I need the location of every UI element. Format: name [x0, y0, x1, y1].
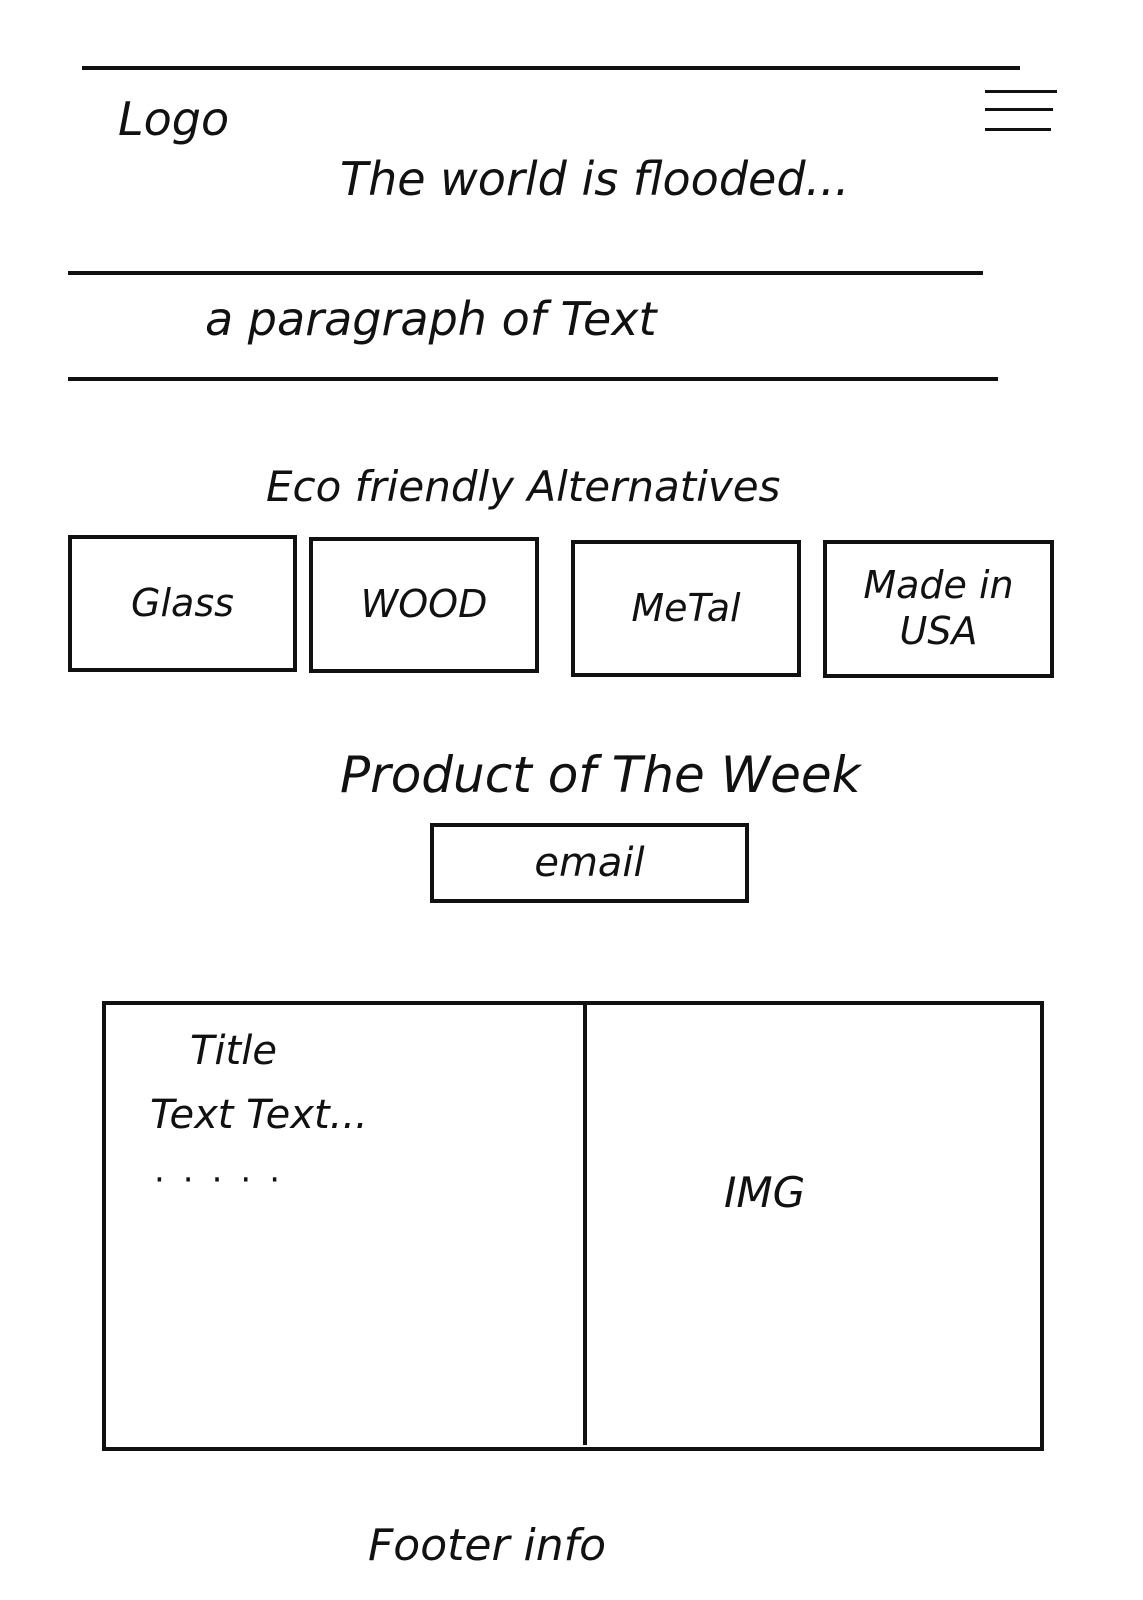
hamburger-menu-icon[interactable] [985, 88, 1057, 134]
feature-title: Title [190, 1028, 277, 1074]
header-bottom-rule [68, 271, 983, 275]
header-top-rule [82, 66, 1020, 70]
feature-text-continuation: ····· [154, 1160, 299, 1200]
feature-divider [583, 1005, 587, 1445]
hero-tagline: The world is flooded... [340, 152, 850, 206]
category-metal[interactable]: MeTal [571, 540, 801, 677]
category-made-in-usa[interactable]: Made in USA [823, 540, 1054, 678]
feature-block [102, 1001, 1044, 1451]
footer-info: Footer info [368, 1520, 607, 1571]
intro-paragraph: a paragraph of Text [205, 292, 657, 346]
categories-heading: Eco friendly Alternatives [266, 462, 781, 511]
category-wood[interactable]: WOOD [309, 537, 539, 673]
email-field[interactable]: email [430, 823, 749, 903]
feature-text: Text Text... [150, 1092, 368, 1138]
logo[interactable]: Logo [118, 92, 230, 146]
intro-bottom-rule [68, 377, 998, 381]
feature-image-placeholder: IMG [724, 1168, 806, 1217]
category-glass[interactable]: Glass [68, 535, 297, 672]
product-heading: Product of The Week [340, 746, 861, 804]
